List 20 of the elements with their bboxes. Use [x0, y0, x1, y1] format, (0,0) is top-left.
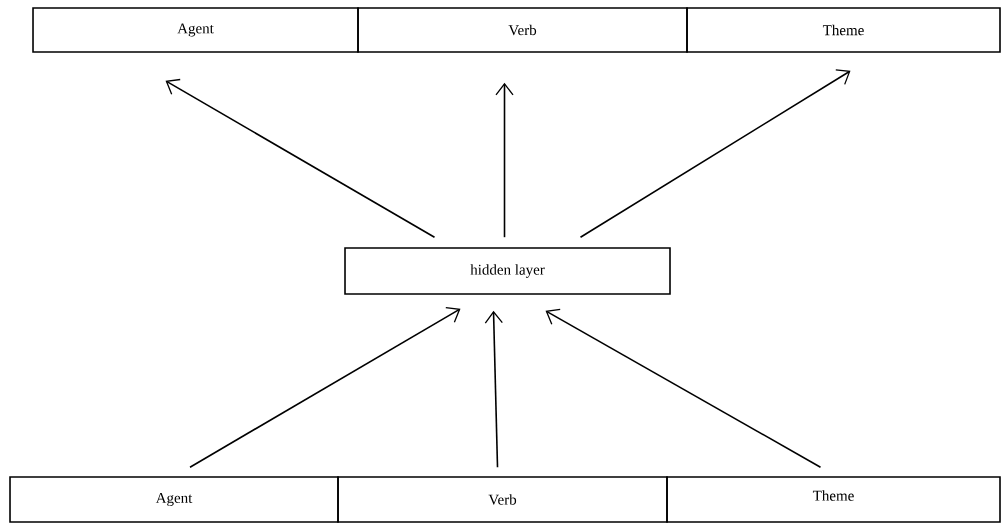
hidden-layer-box	[344, 247, 671, 295]
input-cell	[337, 476, 668, 523]
node-label: Theme	[812, 490, 854, 501]
node-label: Verb	[488, 494, 517, 505]
arrow	[545, 308, 822, 468]
node-label: Theme	[822, 24, 864, 36]
output-cell	[357, 7, 688, 53]
arrow	[165, 78, 436, 238]
arrow	[484, 310, 503, 468]
arrow	[579, 69, 851, 238]
arrow	[495, 82, 514, 238]
node-label: Agent	[177, 23, 214, 37]
node-label: Verb	[508, 24, 537, 36]
node-label: Agent	[155, 492, 193, 507]
input-cell	[9, 476, 339, 523]
input-cell	[666, 476, 1001, 523]
node-label: hidden layer	[470, 264, 545, 278]
arrow	[189, 306, 461, 468]
output-cell	[686, 7, 1001, 53]
output-cell	[32, 7, 359, 53]
